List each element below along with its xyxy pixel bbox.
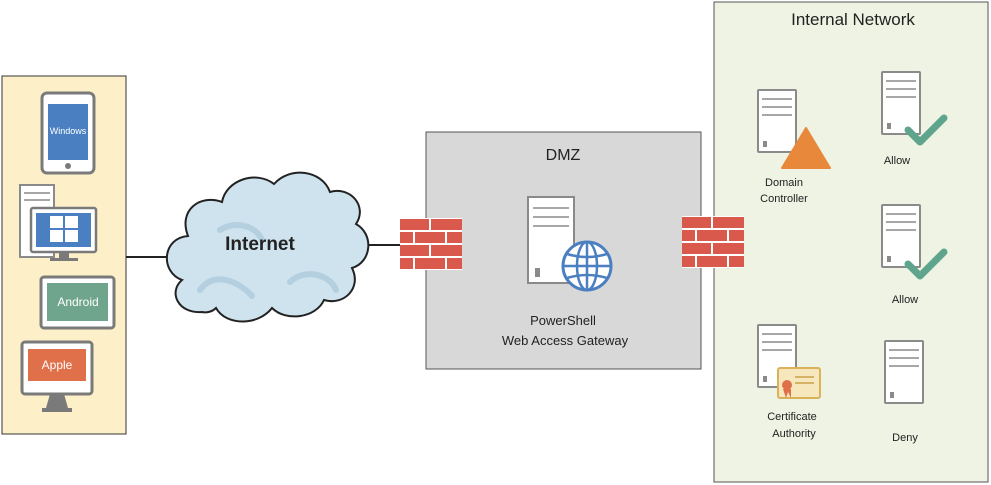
deny-server-icon [884, 340, 924, 404]
windows-logo-icon [50, 216, 78, 242]
windows-tablet-icon [40, 91, 96, 175]
internal-network-zone [713, 1, 989, 483]
windows-tablet-label: Windows [50, 126, 87, 136]
globe-icon [561, 240, 613, 292]
firewall-outer-icon [400, 218, 462, 270]
allow-2-label: Allow [892, 294, 918, 306]
internet-cloud-icon [166, 171, 370, 323]
allow-server-2-icon [881, 204, 921, 268]
gateway-label-line2: Web Access Gateway [502, 333, 629, 348]
allow-1-label: Allow [884, 155, 910, 167]
domain-controller-server-icon [757, 89, 797, 153]
apple-label: Apple [42, 358, 73, 372]
internal-network-label: Internal Network [791, 10, 915, 29]
android-laptop-icon [39, 275, 116, 330]
certificate-icon [777, 367, 821, 399]
certificate-authority-label-line2: Authority [772, 428, 816, 440]
deny-label: Deny [892, 432, 918, 444]
gateway-label-line1: PowerShell [530, 313, 596, 328]
domain-controller-label-line2: Controller [760, 193, 808, 205]
certificate-authority-label-line1: Certificate [767, 411, 817, 423]
domain-controller-label-line1: Domain [765, 177, 803, 189]
internet-label: Internet [225, 234, 295, 255]
firewall-inner-icon [682, 216, 744, 268]
android-label: Android [57, 295, 98, 309]
apple-monitor-icon [20, 340, 94, 412]
warning-triangle-icon [781, 127, 831, 169]
allow-server-1-icon [881, 71, 921, 135]
dmz-label: DMZ [546, 147, 581, 164]
